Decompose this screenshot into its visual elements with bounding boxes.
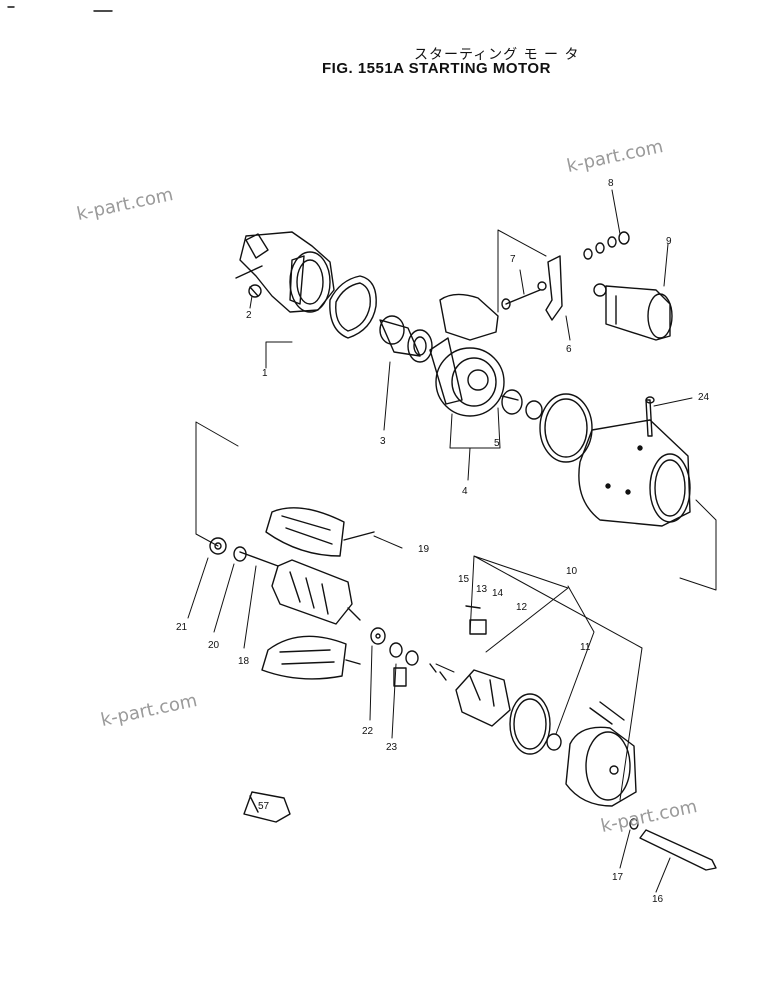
rear-bush-part: [546, 733, 562, 751]
figure-title-japanese: スターティング モ ー タ: [414, 47, 580, 63]
part-label-19: 19: [418, 544, 430, 555]
lever-housing-part: [429, 293, 505, 417]
screw-part: [645, 396, 655, 437]
gasket-part: [329, 275, 377, 339]
part-label-16: 16: [652, 894, 664, 905]
part-number-labels: 1 2 3 4 5 6 7 8 9 10 11 12 13 14 15 16 1…: [176, 178, 710, 905]
washer-22-part: [370, 627, 386, 645]
part-label-6: 6: [566, 344, 572, 355]
part-label-1: 1: [262, 368, 268, 379]
arrow-tag-label: 57: [258, 801, 270, 812]
part-label-23: 23: [386, 742, 398, 753]
brush-holder-part: [455, 669, 511, 727]
o-ring-2-part: [509, 693, 551, 755]
drive-housing-part: [235, 231, 335, 313]
solenoid-part: [593, 283, 673, 341]
bushing-part: [248, 284, 262, 298]
yoke-part: [578, 419, 691, 527]
part-label-10: 10: [566, 566, 578, 577]
part-label-15: 15: [458, 574, 470, 585]
part-label-13: 13: [476, 584, 488, 595]
washers-part: [583, 231, 630, 260]
field-coil-upper-part: [265, 507, 375, 557]
part-label-18: 18: [238, 656, 250, 667]
part-label-24: 24: [698, 392, 710, 403]
field-coil-lower-part: [261, 635, 361, 680]
bush-part: [501, 389, 543, 420]
part-label-22: 22: [362, 726, 374, 737]
part-label-9: 9: [666, 236, 672, 247]
part-label-2: 2: [246, 310, 252, 321]
bearing-part: [233, 546, 247, 562]
part-label-4: 4: [462, 486, 468, 497]
brush-part: [429, 605, 487, 681]
part-label-14: 14: [492, 588, 504, 599]
part-label-17: 17: [612, 872, 624, 883]
part-label-21: 21: [176, 622, 188, 633]
pinion-drive-part: [379, 315, 433, 363]
o-ring-part: [539, 393, 593, 463]
part-label-12: 12: [516, 602, 528, 613]
leader-lines: [187, 189, 717, 893]
armature-part: [239, 551, 361, 625]
bolt-washer-part: [629, 818, 639, 830]
part-label-5: 5: [494, 438, 500, 449]
shift-lever-part: [501, 255, 563, 321]
corner-marks: [7, 6, 113, 12]
direction-arrow-tag: 57: [243, 791, 291, 823]
part-label-20: 20: [208, 640, 220, 651]
through-bolt-part: [639, 829, 717, 871]
thrust-washer-part: [209, 537, 227, 555]
part-label-11: 11: [580, 642, 591, 653]
part-label-3: 3: [380, 436, 386, 447]
part-label-8: 8: [608, 178, 614, 189]
figure-title: FIG. 1551A STARTING MOTOR: [322, 60, 551, 77]
part-label-7: 7: [510, 254, 516, 265]
washer-23-part: [389, 642, 419, 687]
rear-cover-part: [565, 701, 637, 807]
